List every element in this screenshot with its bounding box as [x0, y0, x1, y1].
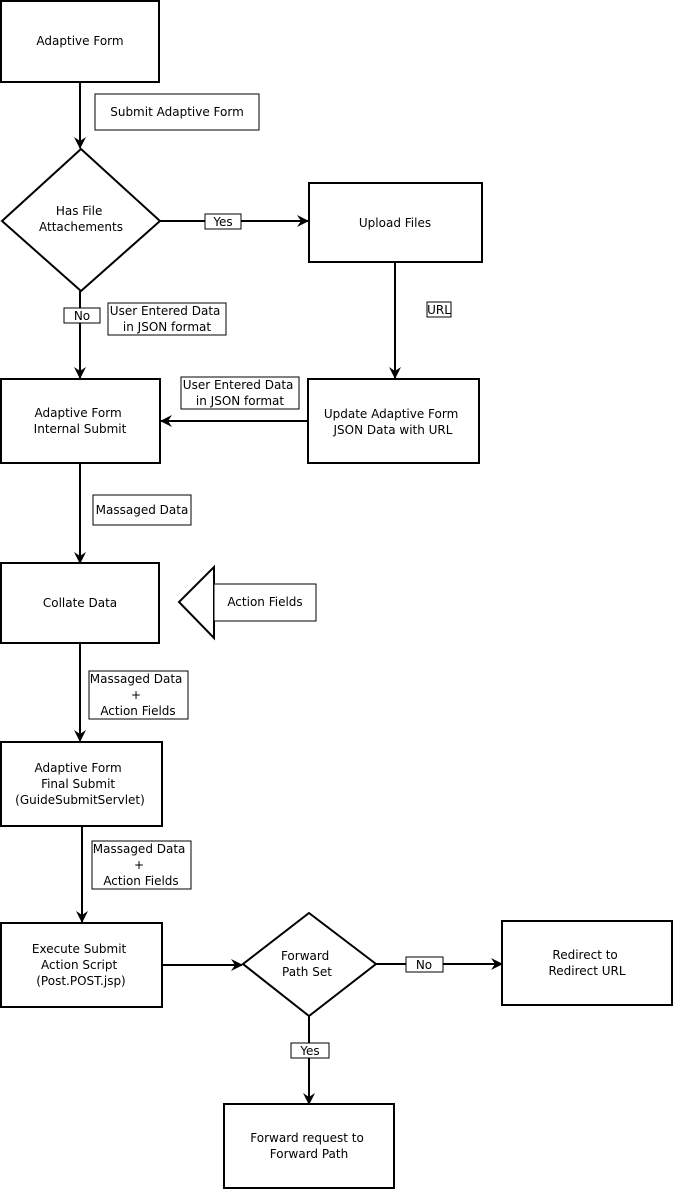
label-no-internal-text: No: [74, 309, 90, 323]
label-yes-forward: Yes: [290, 1042, 330, 1059]
label-massaged-action-1-text: Massaged Data + Action Fields: [90, 672, 186, 718]
label-no-redirect-text: No: [416, 958, 432, 972]
label-user-data-right-text: User Entered Data in JSON format: [183, 378, 297, 408]
node-redirect: Redirect to Redirect URL: [501, 920, 673, 1006]
node-final-submit-text: Adaptive Form Final Submit (GuideSubmitS…: [15, 761, 145, 807]
node-final-submit: Adaptive Form Final Submit (GuideSubmitS…: [0, 741, 163, 827]
node-collate-data: Collate Data: [0, 562, 160, 644]
node-upload-files: Upload Files: [308, 182, 483, 263]
node-adaptive-form: Adaptive Form: [0, 0, 160, 83]
label-massaged-data-text: Massaged Data: [96, 503, 189, 517]
node-update-json-text: Update Adaptive Form JSON Data with URL: [324, 407, 462, 437]
label-submit-adaptive-form: Submit Adaptive Form: [94, 93, 260, 131]
node-update-json: Update Adaptive Form JSON Data with URL: [307, 378, 480, 464]
label-massaged-action-1: Massaged Data + Action Fields: [88, 670, 189, 720]
action-fields-arrow-text: Action Fields: [227, 595, 302, 609]
label-massaged-data: Massaged Data: [92, 494, 192, 526]
node-redirect-text: Redirect to Redirect URL: [548, 948, 625, 978]
label-submit-adaptive-form-text: Submit Adaptive Form: [110, 105, 244, 119]
action-fields-arrow: Action Fields: [177, 564, 317, 641]
label-user-data-left-text: User Entered Data in JSON format: [110, 304, 224, 334]
node-upload-files-text: Upload Files: [359, 216, 431, 230]
label-no-internal: No: [63, 307, 101, 324]
label-yes-upload-text: Yes: [212, 215, 232, 229]
node-execute-script-text: Execute Submit Action Script (Post.POST.…: [32, 942, 130, 988]
label-massaged-action-2: Massaged Data + Action Fields: [91, 840, 192, 890]
node-collate-data-text: Collate Data: [43, 596, 117, 610]
label-url: URL: [426, 301, 452, 318]
node-internal-submit: Adaptive Form Internal Submit: [0, 378, 161, 464]
label-no-redirect: No: [405, 956, 444, 973]
label-yes-forward-text: Yes: [299, 1044, 319, 1058]
label-user-data-right: User Entered Data in JSON format: [180, 376, 300, 410]
label-url-text: URL: [427, 303, 451, 317]
node-forward-request-text: Forward request to Forward Path: [250, 1131, 367, 1161]
label-yes-upload: Yes: [204, 213, 242, 230]
label-user-data-left: User Entered Data in JSON format: [107, 302, 227, 336]
node-adaptive-form-text: Adaptive Form: [36, 34, 123, 48]
decision-forward-path-set-text: Forward Path Set: [281, 949, 333, 979]
node-execute-script: Execute Submit Action Script (Post.POST.…: [0, 922, 163, 1008]
node-forward-request: Forward request to Forward Path: [223, 1103, 395, 1189]
label-massaged-action-2-text: Massaged Data + Action Fields: [93, 842, 189, 888]
decision-forward-path-set: Forward Path Set: [241, 911, 378, 1018]
decision-has-file-attachments: Has File Attachements: [0, 147, 162, 293]
decision-has-file-attachments-text: Has File Attachements: [39, 204, 123, 234]
node-internal-submit-text: Adaptive Form Internal Submit: [34, 406, 127, 436]
